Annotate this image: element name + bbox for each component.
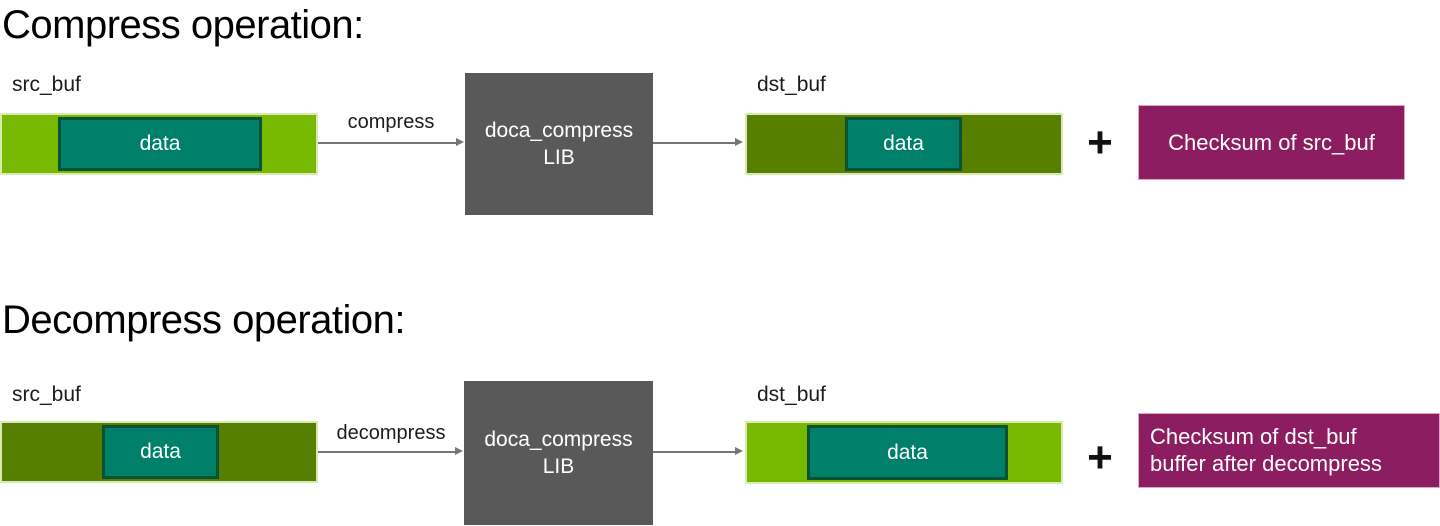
arrow-right-icon xyxy=(653,447,743,457)
arrow-head xyxy=(456,138,464,146)
dst-buffer-bar: data xyxy=(745,421,1063,484)
dst-data-label: data xyxy=(887,440,928,464)
checksum-box: Checksum of dst_buf buffer after decompr… xyxy=(1138,413,1440,488)
arrow-right-icon xyxy=(318,447,463,457)
decompress-section-title: Decompress operation: xyxy=(2,298,406,342)
src-data-box: data xyxy=(58,117,262,171)
checksum-box: Checksum of src_buf xyxy=(1138,105,1405,180)
doca-compress-lib-box: doca_compress LIB xyxy=(465,73,653,215)
plus-icon: + xyxy=(1087,433,1113,482)
src-data-label: data xyxy=(139,132,181,155)
arrow-head xyxy=(735,138,743,146)
arrow-right-icon xyxy=(318,138,464,148)
src-buffer-bar: data xyxy=(0,421,318,483)
src-buffer-bar: data xyxy=(0,113,318,175)
dst-data-box: data xyxy=(807,425,1008,480)
dst-buffer-bar: data xyxy=(745,113,1063,175)
arrow-shaft xyxy=(653,142,738,144)
dst-buf-label: dst_buf xyxy=(757,73,826,96)
decompress-flow-label: decompress xyxy=(336,422,446,444)
src-buf-label: src_buf xyxy=(12,73,81,96)
doca-compress-lib-box: doca_compress LIB xyxy=(464,381,653,525)
compress-section-title: Compress operation: xyxy=(2,3,364,47)
src-data-label: data xyxy=(140,440,181,463)
arrow-shaft xyxy=(653,451,738,453)
arrow-shaft xyxy=(318,451,458,453)
arrow-right-icon xyxy=(653,138,743,148)
dst-data-box: data xyxy=(845,117,962,171)
arrow-head xyxy=(735,447,743,455)
src-data-box: data xyxy=(102,425,219,479)
compress-flow-label: compress xyxy=(347,111,435,133)
dst-data-label: data xyxy=(883,132,924,155)
plus-icon: + xyxy=(1087,118,1113,167)
arrow-head xyxy=(455,447,463,455)
dst-buf-label: dst_buf xyxy=(757,383,826,406)
src-buf-label: src_buf xyxy=(12,383,81,406)
arrow-shaft xyxy=(318,142,459,144)
